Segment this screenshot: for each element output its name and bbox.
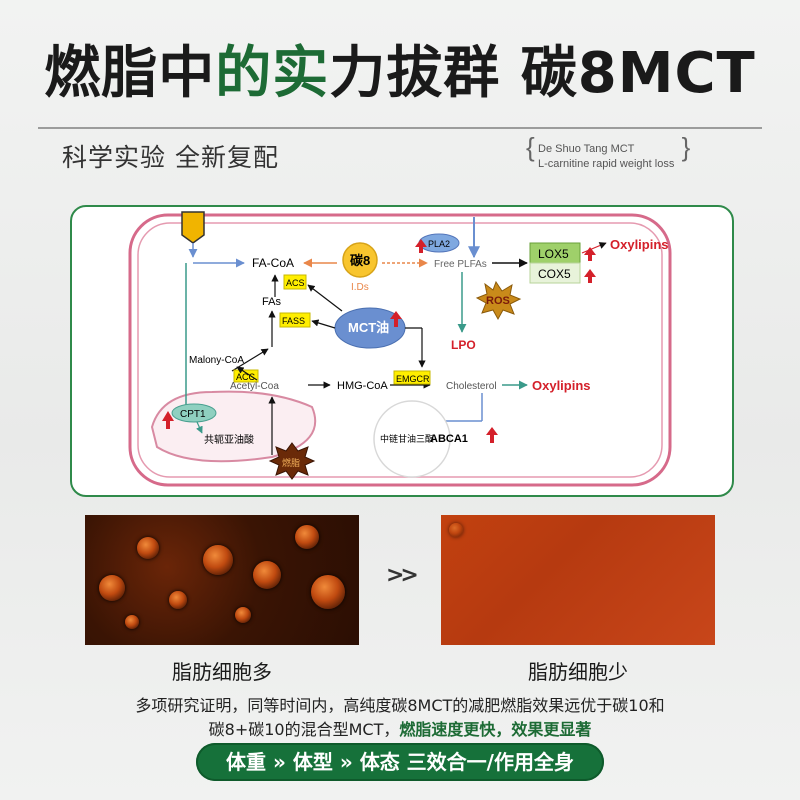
label-mct-tg: 中链甘油三酯 (380, 433, 434, 444)
label-free-plfas: Free PLFAs (434, 259, 487, 270)
label-hmg-coa: HMG-CoA (337, 380, 388, 392)
comparison-arrow: >> (386, 563, 419, 588)
fat-cell (99, 575, 125, 601)
label-fa-coa: FA-CoA (252, 256, 294, 270)
fat-cell (137, 537, 159, 559)
label-malony-coa: Malony-CoA (189, 355, 244, 366)
up-arrow-icon (486, 427, 498, 443)
mct-tg-circle (373, 400, 451, 478)
microscope-photo-before (85, 515, 359, 645)
label-abca1: ABCA1 (430, 433, 468, 445)
cell-membrane-outer (128, 213, 672, 487)
paragraph-text: 碳8+碳10的混合型MCT， (208, 720, 400, 739)
label-lox5: LOX5 (538, 247, 569, 261)
label-oxylipins-top: Oxylipins (610, 237, 669, 252)
label-fas: FAs (262, 296, 281, 308)
paragraph-highlight: 燃脂速度更快，效果更显著 (399, 720, 592, 739)
cpt1-badge (171, 403, 217, 423)
label-ros: ROS (486, 295, 510, 307)
pathway-svg: FA-CoA 碳8 I.Ds Free PLFAs PLA2 LOX5 COX5… (128, 211, 672, 487)
label-emgcr: EMGCR (396, 374, 430, 384)
emgcr-badge (393, 370, 431, 385)
caption-right: 脂肪细胞少 (528, 660, 628, 684)
divider (38, 127, 762, 129)
paragraph-line-2: 碳8+碳10的混合型MCT，燃脂速度更快，效果更显著 (0, 716, 800, 740)
fat-cell (295, 525, 319, 549)
transporter-icon (181, 211, 205, 244)
label-pla2: PLA2 (428, 239, 450, 249)
fat-cell (311, 575, 345, 609)
label-burn: 燃脂 (282, 457, 300, 468)
pathway-diagram: FA-CoA 碳8 I.Ds Free PLFAs PLA2 LOX5 COX5… (70, 205, 734, 497)
ros-burst (475, 280, 522, 321)
label-c8: 碳8 (350, 253, 370, 268)
fat-cell (235, 607, 251, 623)
label-oxylipins-mid: Oxylipins (532, 378, 591, 393)
brand-line-2: L-carnitine rapid weight loss (538, 158, 675, 170)
up-arrow-icon (584, 247, 596, 261)
label-fass: FASS (282, 316, 305, 326)
label-mct: MCT油 (348, 320, 389, 335)
label-acetyl-coa: Acetyl-Coa (230, 381, 279, 392)
label-acs: ACS (286, 278, 305, 288)
acs-badge (283, 274, 307, 290)
microscope-photo-after (441, 515, 715, 645)
cell-membrane-inner (137, 222, 663, 478)
page-title: 燃脂中的实力拔群 碳8MCT (44, 41, 756, 106)
label-cpt1: CPT1 (180, 409, 206, 420)
fat-cell (203, 545, 233, 575)
label-cox5: COX5 (538, 267, 571, 281)
fat-cell (125, 615, 139, 629)
label-lpo: LPO (451, 338, 476, 352)
fat-cell (169, 591, 187, 609)
cox5-box (529, 262, 581, 284)
up-arrow-icon (390, 311, 402, 327)
label-acc: ACC (236, 372, 256, 382)
fat-cell (449, 523, 463, 537)
burn-burst (268, 442, 316, 480)
up-arrow-icon (162, 411, 174, 429)
caption-left: 脂肪细胞多 (172, 660, 272, 684)
brand-line-1: De Shuo Tang MCT (538, 143, 635, 155)
paragraph-line-1: 多项研究证明，同等时间内，高纯度碳8MCT的减肥燃脂效果远优于碳10和 (135, 696, 665, 715)
label-ids: I.Ds (351, 282, 369, 293)
fat-cell (253, 561, 281, 589)
c8-badge (342, 242, 378, 278)
subtitle: 科学实验 全新复配 (62, 143, 279, 172)
label-linoleic: 共轭亚油酸 (204, 433, 254, 446)
brand-tagline: De Shuo Tang MCT L-carnitine rapid weigh… (526, 140, 691, 172)
up-arrow-icon (584, 269, 596, 283)
up-arrow-icon (415, 239, 427, 253)
label-cholesterol: Cholesterol (446, 381, 497, 392)
benefit-banner: 体重 » 体型 » 体态 三效合一/作用全身 (196, 743, 604, 781)
fass-badge (279, 312, 311, 328)
